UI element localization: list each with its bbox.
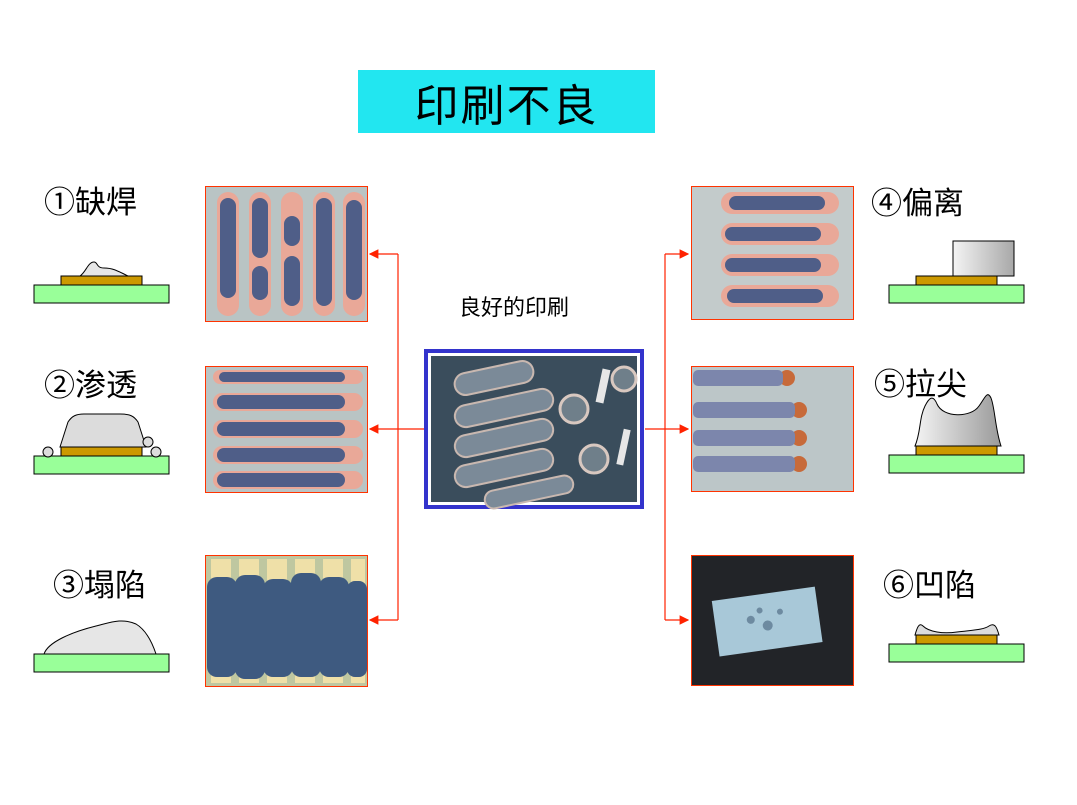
photo-peaking: [691, 366, 854, 492]
defect-label-dent: ⑥凹陷: [883, 568, 976, 604]
photo-offset: [691, 186, 854, 320]
schematic-offset: [888, 240, 1025, 304]
schematic-missing-solder: [33, 261, 170, 304]
schematic-dent: [888, 624, 1025, 663]
photo-missing-solder: [205, 186, 368, 322]
defect-label-peaking: ⑤拉尖: [874, 367, 967, 403]
schematic-slump: [33, 620, 170, 673]
schematic-bleeding: [33, 413, 170, 475]
center-caption: 良好的印刷: [459, 296, 570, 321]
title-banner: 印刷不良: [358, 70, 655, 133]
defect-label-offset: ④偏离: [871, 186, 964, 222]
schematic-peaking: [888, 394, 1025, 474]
defect-label-missing-solder: ①缺焊: [44, 185, 137, 221]
good-print-photo: [424, 349, 644, 510]
photo-slump: [205, 555, 368, 687]
defect-label-slump: ③塌陷: [53, 568, 146, 604]
defect-label-bleeding: ②渗透: [44, 368, 137, 404]
photo-dent: [691, 555, 854, 686]
page-title: 印刷不良: [414, 80, 599, 132]
photo-bleeding: [205, 366, 368, 493]
